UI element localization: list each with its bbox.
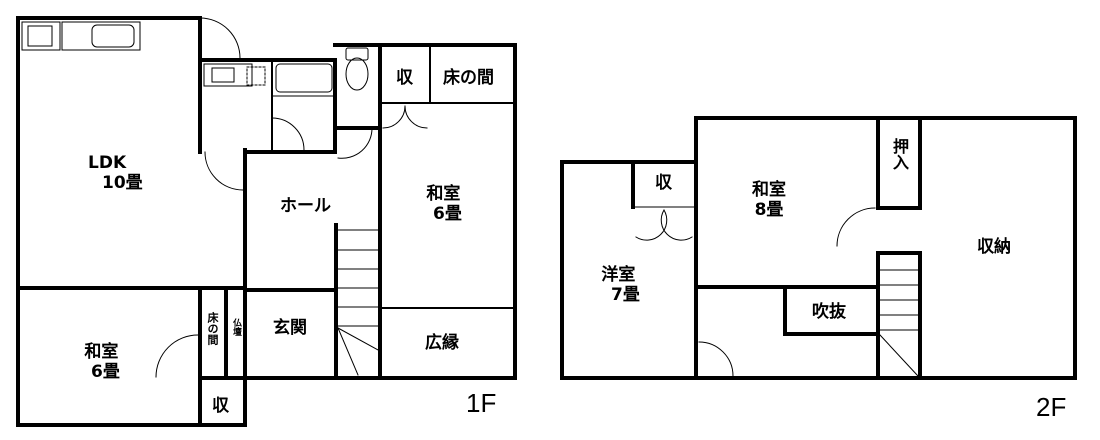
storage-label: 収納 [977,237,1011,257]
washitsu-6-label: 和室 6畳 [426,184,462,224]
hiroen-label: 広縁 [425,333,459,353]
oshiire-label: 押入 [890,138,909,170]
washitsu-8-label: 和室 8畳 [752,180,786,220]
closet-b-label: 収 [212,396,229,416]
fukinuke-label: 吹抜 [812,302,846,322]
stairs-1f [337,229,379,376]
floor-1f-walls [16,16,517,427]
floor-label-2f: 2F [1036,392,1067,422]
tokonoma-b-label: 床の間 [206,312,219,345]
butsudan-label: 仏壇 [231,318,241,336]
closet-label: 収 [396,68,413,88]
floor-label-1f: 1F [466,388,497,418]
closet-c-label: 収 [655,173,672,193]
tokonoma-label: 床の間 [443,68,494,88]
fixtures-1f [21,17,428,378]
yoshitsu-label: 洋室 7畳 [601,265,640,305]
ldk-label: LDK 10畳 [88,153,143,193]
floor-2f-walls [560,116,1077,380]
washitsu-6b-label: 和室 6畳 [84,342,120,382]
stairs-2f [635,207,919,377]
hall-label: ホール [280,196,331,216]
genkan-label: 玄関 [273,318,307,338]
